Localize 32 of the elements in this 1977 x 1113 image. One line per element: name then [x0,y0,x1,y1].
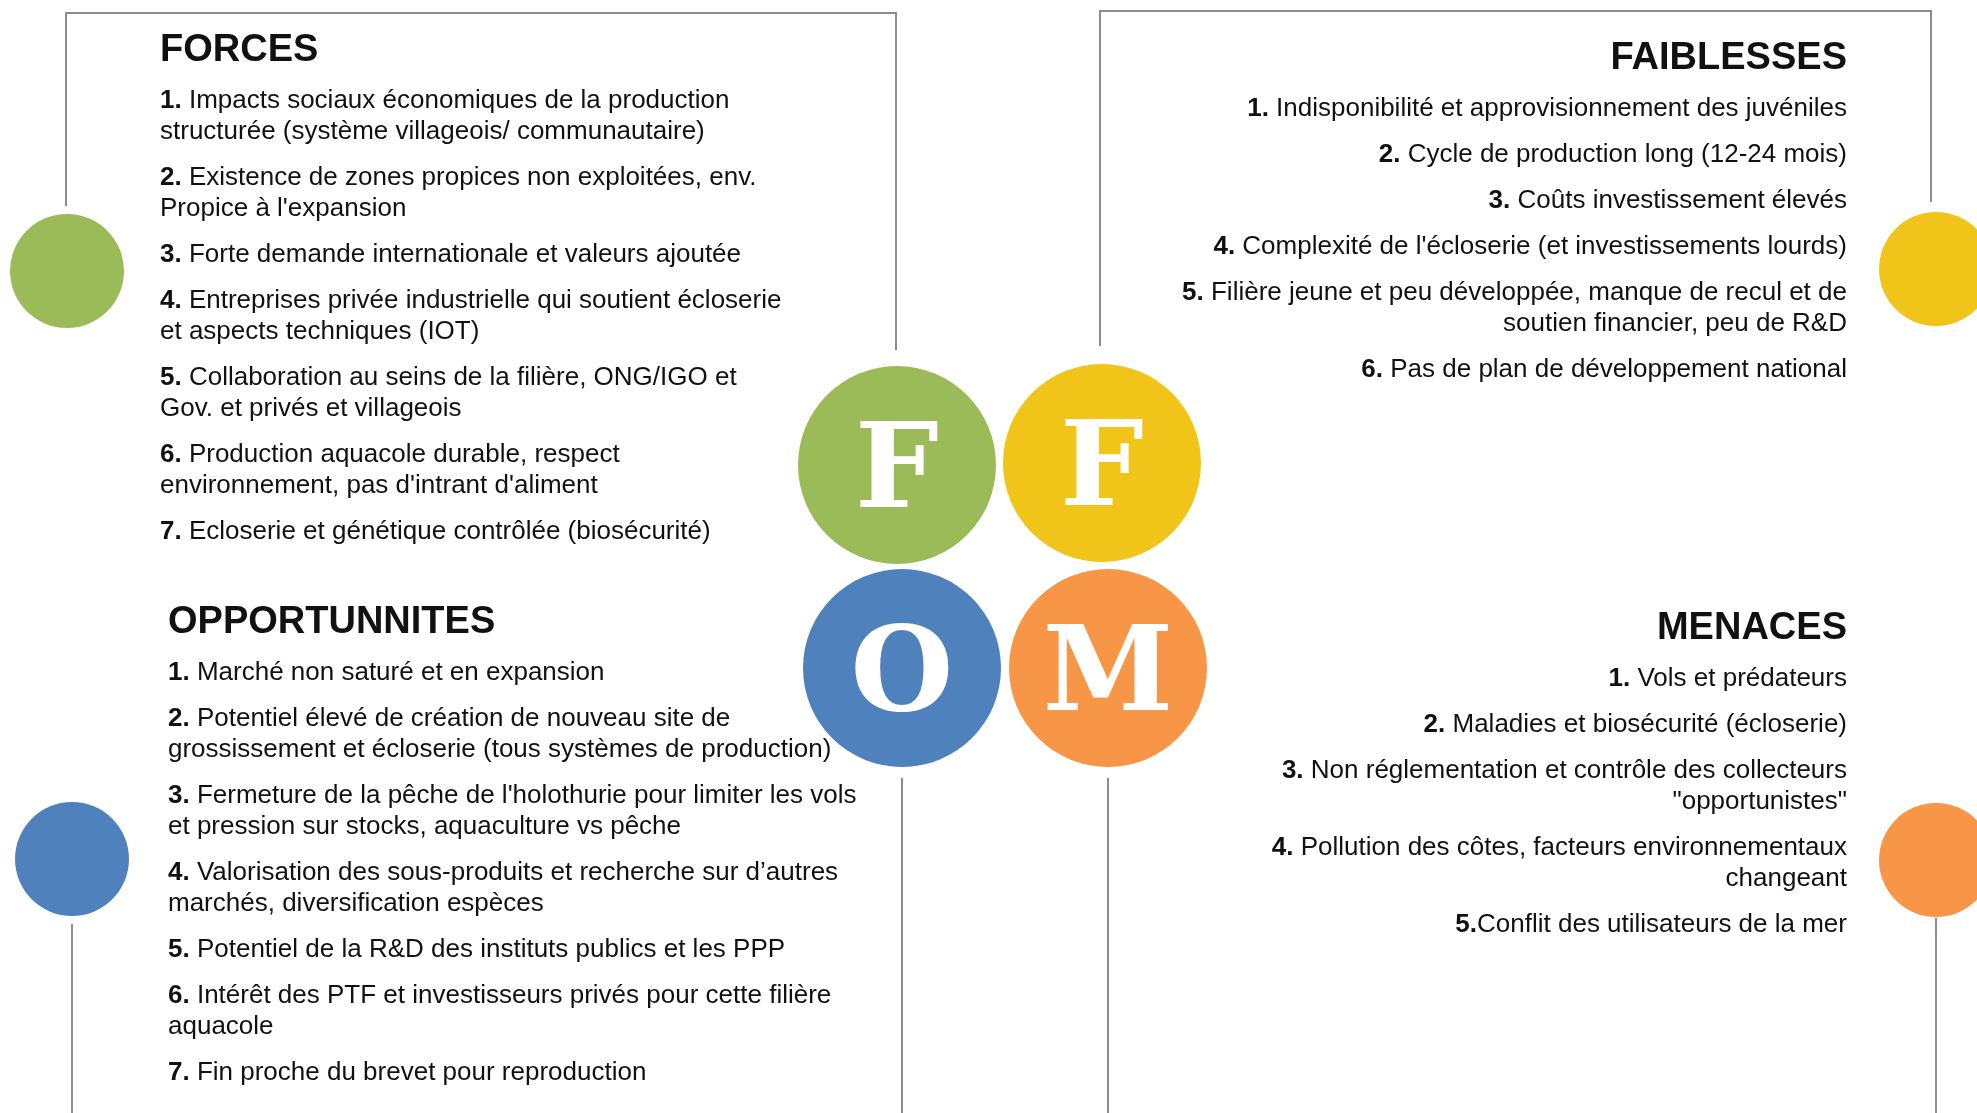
list-item: 1. Marché non saturé et en expansion [168,656,606,687]
section-heading: MENACES [1656,604,1847,648]
list-item: 4. Valorisation des sous-produits et recherche sur d’autres marchés, diversification espèces [168,856,840,918]
list-item: 5.Conflit des utilisateurs de la mer [1454,908,1847,939]
list-item: 2. Maladies et biosécurité (écloserie) [1422,708,1847,739]
list-item: 6. Pas de plan de développement national [1360,353,1847,384]
list-item: 3. Coûts investissement élevés [1487,184,1847,215]
list-item: 4. Pollution des côtes, facteurs environnementaux changeant [1270,831,1847,893]
list-item: 5. Collaboration au seins de la filière, ONG/IGO et Gov. et privés et villageois [160,361,738,423]
letter-circle: F [1003,364,1201,562]
section-heading: OPPORTUNNITES [168,598,496,642]
list-item: 3. Forte demande internationale et valeurs ajoutée [160,238,743,269]
list-item: 2. Cycle de production long (12-24 mois) [1377,138,1847,169]
list-item: 1. Indisponibilité et approvisionnement des juvéniles [1246,92,1847,123]
list-item: 2. Potentiel élevé de création de nouveau site de grossissement et écloserie (tous systèmes de production) [168,702,833,764]
section-heading: FORCES [160,26,319,70]
list-item: 4. Entreprises privée industrielle qui soutient écloserie et aspects techniques (IOT) [160,284,783,346]
list-item: 6. Intérêt des PTF et investisseurs privés pour cette filière aquacole [168,979,833,1041]
list-item: 5. Potentiel de la R&D des instituts publics et les PPP [168,933,787,964]
list-item: 3. Fermeture de la pêche de l'holothurie pour limiter les vols et pression sur stocks, aquaculture vs pêche [168,779,858,841]
list-item: 4. Complexité de l'écloserie (et investissements lourds) [1212,230,1847,261]
section-heading: FAIBLESSES [1610,34,1847,78]
list-item: 1. Vols et prédateurs [1607,662,1847,693]
letter-circle: M [1009,569,1207,767]
letter-circle: F [798,366,996,564]
list-item: 5. Filière jeune et peu développée, manque de recul et de soutien financier, peu de R&D [1181,276,1847,338]
list-item: 2. Existence de zones propices non exploitées, env. Propice à l'expansion [160,161,758,223]
list-item: 3. Non réglementation et contrôle des collecteurs "opportunistes" [1280,754,1847,816]
list-item: 7. Fin proche du brevet pour reproduction [168,1056,648,1087]
list-item: 7. Ecloserie et génétique contrôlée (biosécurité) [160,515,712,546]
list-item: 6. Production aquacole durable, respect environnement, pas d'intrant d'aliment [160,438,621,500]
list-item: 1. Impacts sociaux économiques de la production structurée (système villageois/ communautaire) [160,84,731,146]
